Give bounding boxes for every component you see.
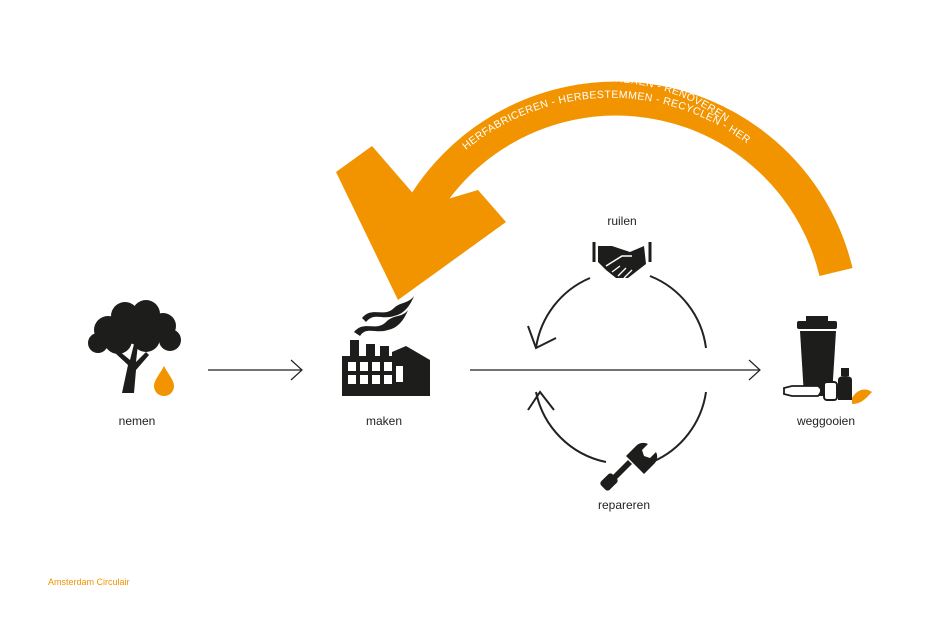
- return-arrow: [336, 81, 853, 300]
- inner-loop-bottom: [527, 390, 707, 463]
- loop-arrowhead-top: [527, 325, 557, 350]
- arrow-make-to-dispose: [470, 359, 761, 381]
- footer-brand: Amsterdam Circulair: [48, 577, 130, 587]
- inner-loop-top: [527, 275, 707, 350]
- label-take: nemen: [118, 414, 156, 428]
- factory-icon: [342, 296, 430, 396]
- bottle-icon: [838, 368, 852, 400]
- wrench-icon: [600, 442, 658, 491]
- label-repair: repareren: [597, 498, 651, 512]
- label-dispose: weggooien: [796, 414, 856, 428]
- plastic-bottle-icon: [783, 385, 822, 397]
- oil-drop-icon: [154, 366, 174, 396]
- can-icon: [823, 381, 838, 401]
- handshake-icon: [592, 242, 652, 279]
- tree-icon: [88, 300, 181, 393]
- loop-arrowhead-bottom: [527, 390, 555, 411]
- arrow-take-to-make: [208, 359, 303, 381]
- leaf-icon: [852, 389, 872, 404]
- label-make: maken: [365, 414, 403, 428]
- waste-bin-icon: [797, 316, 837, 396]
- label-exchange: ruilen: [607, 214, 637, 228]
- return-arrowhead: [336, 146, 506, 300]
